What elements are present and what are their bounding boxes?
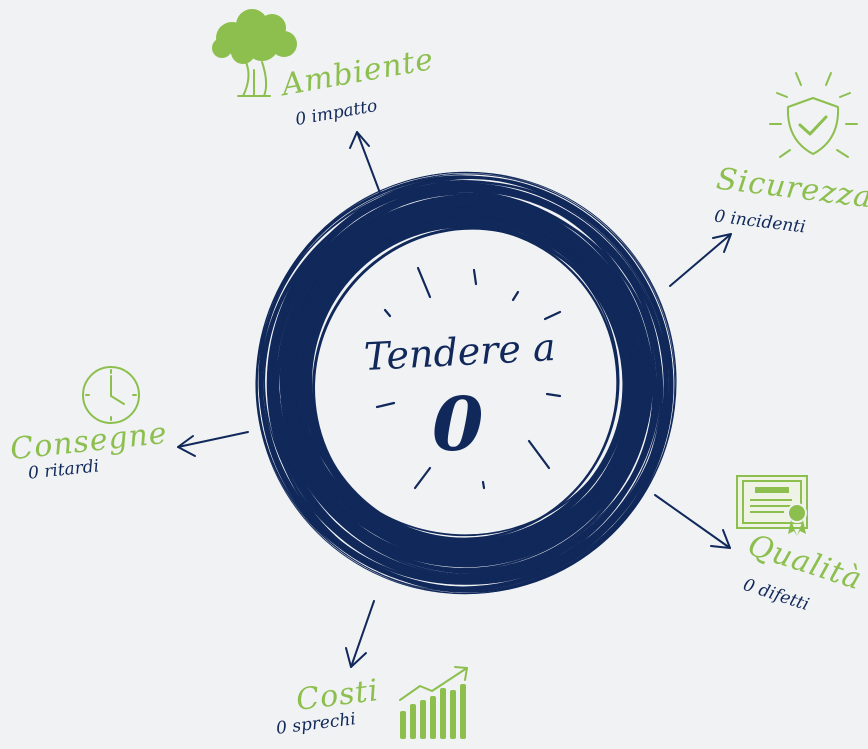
- ring-stroke: [255, 173, 677, 593]
- certificate-icon: [736, 475, 808, 536]
- center-zero: 0: [432, 382, 484, 468]
- ring-stroke: [281, 200, 650, 559]
- ring-stroke: [256, 172, 676, 594]
- arrow-costi: [345, 600, 375, 668]
- arrow-consegne: [177, 431, 249, 457]
- ring-stroke: [258, 176, 674, 590]
- tree-icon: [212, 9, 297, 97]
- ring-stroke: [276, 200, 656, 574]
- ring-stroke: [296, 211, 641, 557]
- ring-stroke: [292, 207, 639, 553]
- ring-stroke: [259, 177, 673, 589]
- bar-chart-icon: [399, 666, 468, 739]
- ring-stroke: [306, 220, 628, 549]
- shield-check-icon: [769, 72, 858, 158]
- burst-lines: [375, 266, 562, 490]
- clock-icon: [82, 366, 140, 424]
- ring-stroke: [283, 194, 652, 567]
- arrow-qualita: [654, 494, 731, 549]
- arrow-ambiente: [349, 131, 381, 194]
- scribble-ring: [255, 171, 677, 595]
- arrows: [177, 131, 732, 668]
- arrow-sicurezza: [669, 233, 732, 287]
